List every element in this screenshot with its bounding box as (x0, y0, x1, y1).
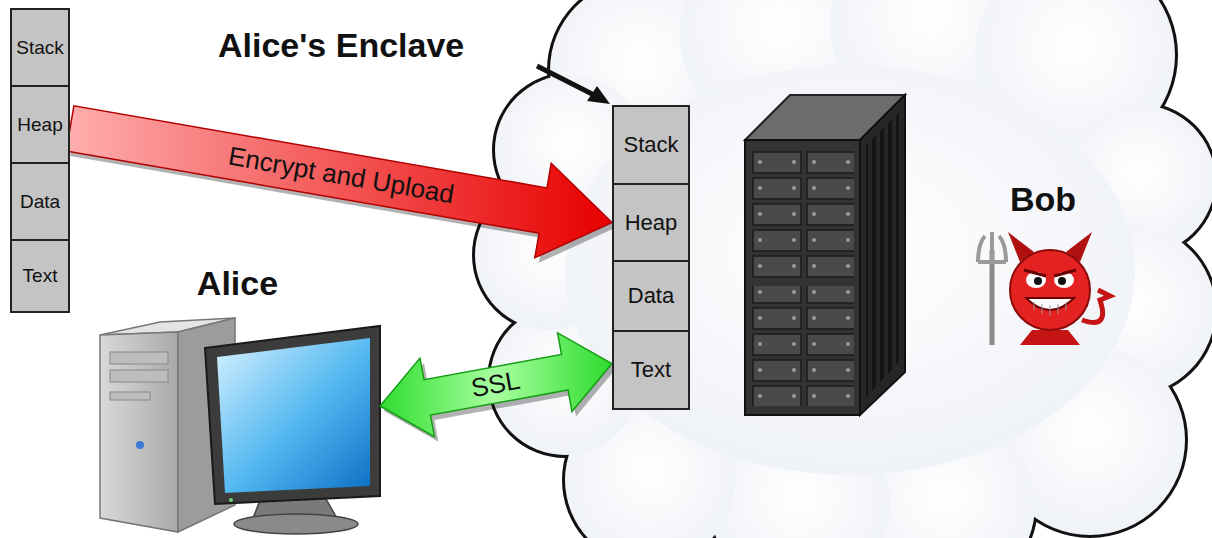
segment-label: Data (20, 191, 60, 213)
memory-segment-box: Heap (10, 85, 70, 164)
enclave-title: Alice's Enclave (218, 26, 464, 65)
enclave-segment-box: Heap (612, 183, 690, 262)
memory-segment-box: Text (10, 239, 70, 313)
devil-figure (978, 232, 1110, 345)
user-computer-node: Alice (95, 264, 380, 532)
segment-label: Stack (16, 37, 64, 59)
attacker-name: Bob (1010, 180, 1076, 219)
segment-label: Stack (623, 132, 678, 158)
enclave-segment-box: Text (612, 330, 690, 410)
memory-segment-box: Stack (10, 8, 70, 87)
ssl-arrow (380, 333, 616, 442)
actor-name: Alice (197, 264, 278, 303)
enclave-segment-box: Stack (612, 105, 690, 185)
enclave-segment-box: Data (612, 260, 690, 332)
computer-illustration (100, 318, 380, 534)
segment-label: Heap (17, 114, 62, 136)
segment-label: Text (23, 265, 58, 287)
segment-label: Text (631, 357, 671, 383)
leader-arrow (537, 66, 610, 104)
segment-label: Heap (625, 210, 678, 236)
upload-arrow (66, 106, 616, 263)
arrow-label: SSL (469, 365, 523, 404)
memory-segment-box: Data (10, 162, 70, 241)
segment-label: Data (628, 283, 674, 309)
arrow-label: Encrypt and Upload (226, 141, 456, 211)
server-rack (745, 95, 905, 415)
